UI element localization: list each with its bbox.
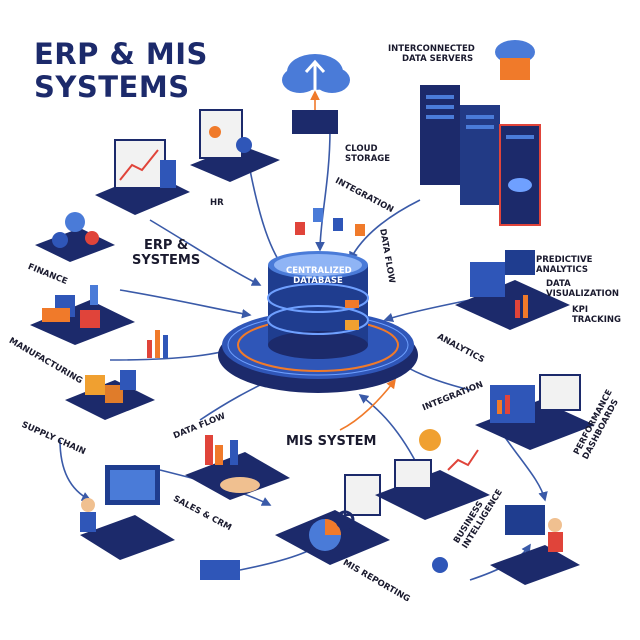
hr-label: HR xyxy=(210,198,224,208)
small-cube xyxy=(200,560,240,580)
dataviz-label-line2: VISUALIZATION xyxy=(546,289,620,299)
database-icon xyxy=(267,251,369,359)
title-line2: SYSTEMS xyxy=(34,70,190,104)
magnifier-icon xyxy=(335,510,355,530)
predictive-label-line2: ANALYTICS xyxy=(536,265,588,275)
person-at-computer-icon xyxy=(80,465,175,560)
lightbulb-icon xyxy=(375,429,490,520)
cloud-label-line1: CLOUD xyxy=(345,144,378,154)
finance-platform xyxy=(95,139,190,215)
gear-icon xyxy=(35,212,115,262)
erp-systems-label: ERP & SYSTEMS xyxy=(132,238,200,268)
page-title: ERP & MIS SYSTEMS xyxy=(34,38,208,104)
hub-label-line1: CENTRALIZED xyxy=(286,266,352,276)
boxes-icon xyxy=(65,370,155,420)
erp-label-line1: ERP & xyxy=(143,238,189,253)
truck-icon xyxy=(42,308,100,328)
bar-mini-chart xyxy=(147,330,168,358)
servers-label-line2: DATA SERVERS xyxy=(402,54,474,64)
cloud-icon xyxy=(282,54,350,134)
server-icon xyxy=(420,85,541,226)
servers-label-line1: INTERCONNECTED xyxy=(388,44,475,54)
handshake-icon xyxy=(185,435,290,500)
kpi-tracking-label: KPI TRACKING xyxy=(572,305,621,325)
cloud-storage-label: CLOUD STORAGE xyxy=(345,144,390,164)
erp-label-line2: SYSTEMS xyxy=(132,253,201,268)
dashboard-platform xyxy=(475,374,595,450)
title-line1: ERP & MIS xyxy=(34,37,208,71)
predictive-label-line1: PREDICTIVE xyxy=(536,255,593,265)
small-cloud-icon xyxy=(495,40,535,80)
cloud-label-line2: STORAGE xyxy=(345,154,391,164)
mis-system-label: MIS SYSTEM xyxy=(286,434,377,449)
hub-label-line2: DATABASE xyxy=(293,276,343,286)
dataviz-label-line1: DATA xyxy=(546,279,571,289)
predictive-analytics-label: PREDICTIVE ANALYTICS xyxy=(536,255,592,275)
gear-icon-small xyxy=(432,557,448,573)
kpi-label-line1: KPI xyxy=(572,305,588,315)
servers-label: INTERCONNECTED DATA SERVERS xyxy=(388,44,475,64)
pie-chart-icon xyxy=(275,474,390,565)
kpi-label-line2: TRACKING xyxy=(572,315,621,325)
person-at-computer-icon-2 xyxy=(490,505,580,585)
analytics-platform xyxy=(455,250,570,330)
hub-label: CENTRALIZED DATABASE xyxy=(286,266,352,286)
hr-platform xyxy=(190,109,280,182)
file-icons xyxy=(295,208,365,236)
data-visualization-label: DATA VISUALIZATION xyxy=(546,279,619,299)
